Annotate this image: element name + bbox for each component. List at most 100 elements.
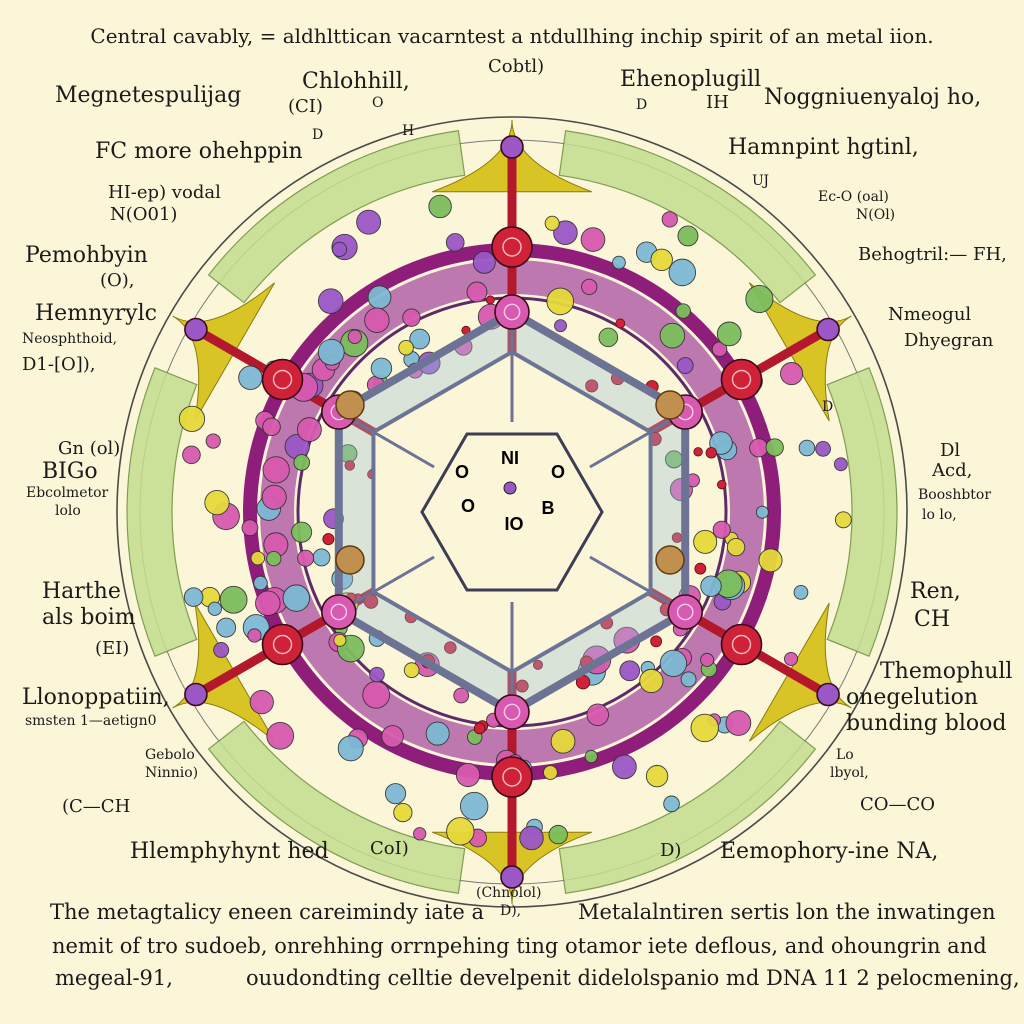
small-red-atom: [532, 659, 543, 670]
atom: [650, 248, 673, 271]
small-red-atom: [485, 295, 495, 305]
metal-node-highlight: [272, 634, 293, 655]
atom: [370, 357, 393, 380]
small-red-atom: [515, 679, 529, 693]
atom: [317, 288, 344, 314]
atom: [369, 666, 385, 683]
label-left-21: (C—CH: [62, 796, 131, 817]
metal-node: [667, 594, 704, 630]
metal-node: [491, 226, 533, 268]
atom: [238, 365, 263, 390]
atom: [709, 431, 733, 455]
atom: [261, 484, 287, 510]
atom: [833, 457, 848, 472]
atom: [639, 668, 664, 694]
label-left-12: Ebcolmetor: [26, 485, 109, 501]
footer-line1-left: The metagtalicy eneen careimindy iate a: [50, 900, 484, 924]
label-bottom-center-1: (Chnolol): [476, 885, 542, 901]
atom: [331, 241, 348, 257]
leaf-band-segment: [207, 130, 466, 304]
atom: [446, 817, 475, 846]
atom: [409, 328, 431, 350]
footer-line3-right: ouudondting celltie develpenit didelolsp…: [246, 966, 1020, 990]
atom: [663, 795, 680, 813]
atom: [676, 357, 694, 374]
metal-node-highlight: [731, 634, 752, 655]
metal-node: [184, 317, 208, 342]
small-red-atom: [444, 641, 457, 654]
atom: [690, 713, 719, 743]
label-right-15: Themophull: [880, 659, 1013, 684]
atom: [716, 321, 742, 347]
metal-nodes: [184, 135, 840, 889]
label-left-3: HI-ep) vodal: [108, 182, 221, 203]
metal-node: [491, 756, 533, 798]
atom: [183, 587, 204, 607]
atom: [815, 441, 831, 457]
label-top-4: D: [312, 127, 324, 143]
atom: [255, 590, 281, 616]
label-top-7: Ehenoplugill: [620, 67, 762, 92]
footer-line2: nemit of tro sudoeb, onrehhing orrnpehin…: [52, 934, 987, 958]
leaf-band-segment: [126, 366, 198, 658]
small-red-atom: [615, 318, 626, 329]
atom: [337, 735, 364, 762]
yellow-leaf: [748, 602, 852, 742]
bronze-node: [655, 390, 685, 420]
outer-circle-line: [116, 116, 908, 908]
metal-node: [494, 294, 530, 330]
label-left-19: Gebolo: [145, 747, 195, 763]
atom: [204, 490, 230, 516]
metal-node-highlight: [731, 369, 752, 390]
atom: [725, 710, 752, 736]
atom: [317, 338, 345, 366]
label-top-2: (CI): [288, 96, 323, 117]
atom: [398, 339, 414, 356]
metal-node: [816, 682, 840, 707]
atom: [550, 728, 576, 754]
atom: [381, 725, 404, 748]
bronze-node: [335, 545, 365, 575]
atom: [680, 671, 697, 688]
metal-node: [720, 358, 763, 401]
atom: [780, 362, 804, 386]
atom: [700, 575, 722, 597]
label-left-16: (EI): [95, 638, 130, 659]
atom: [347, 329, 362, 344]
hexagon-strut: [338, 555, 435, 614]
atom: [293, 454, 311, 471]
atom: [580, 227, 606, 252]
metal-node: [500, 865, 524, 889]
atom: [333, 633, 347, 647]
label-right-18: Lo: [836, 747, 854, 763]
label-right-19: lbyol,: [830, 765, 869, 781]
leaf-band-segment: [558, 720, 817, 894]
label-right-20: CO—CO: [860, 794, 936, 815]
small-red-atom: [473, 722, 486, 735]
atom: [178, 405, 206, 432]
label-left-17: Llonoppatiin,: [22, 685, 170, 710]
label-right-5: Behogtril:— FH,: [858, 244, 1007, 265]
atom: [253, 575, 268, 591]
label-left-9: D1-[O]),: [22, 354, 96, 375]
leaf-band-segment: [826, 366, 898, 658]
label-right-8: D: [822, 399, 834, 415]
atom: [241, 519, 259, 537]
label-left-5: Pemohbyin: [25, 243, 148, 268]
atom: [548, 824, 568, 845]
label-top-10: UJ: [752, 173, 770, 189]
atom: [711, 341, 728, 357]
atom: [402, 308, 421, 327]
atom: [700, 652, 715, 667]
atom: [250, 550, 266, 566]
atom: [749, 438, 769, 458]
atom: [455, 762, 481, 788]
label-right-4: N(Ol): [856, 207, 896, 223]
atom: [798, 439, 816, 457]
atom: [584, 749, 598, 764]
label-top-8: D: [636, 97, 648, 113]
label-top-3: O: [372, 95, 384, 111]
label-top-6: Cobtl): [488, 56, 545, 77]
small-red-atom: [694, 562, 707, 575]
